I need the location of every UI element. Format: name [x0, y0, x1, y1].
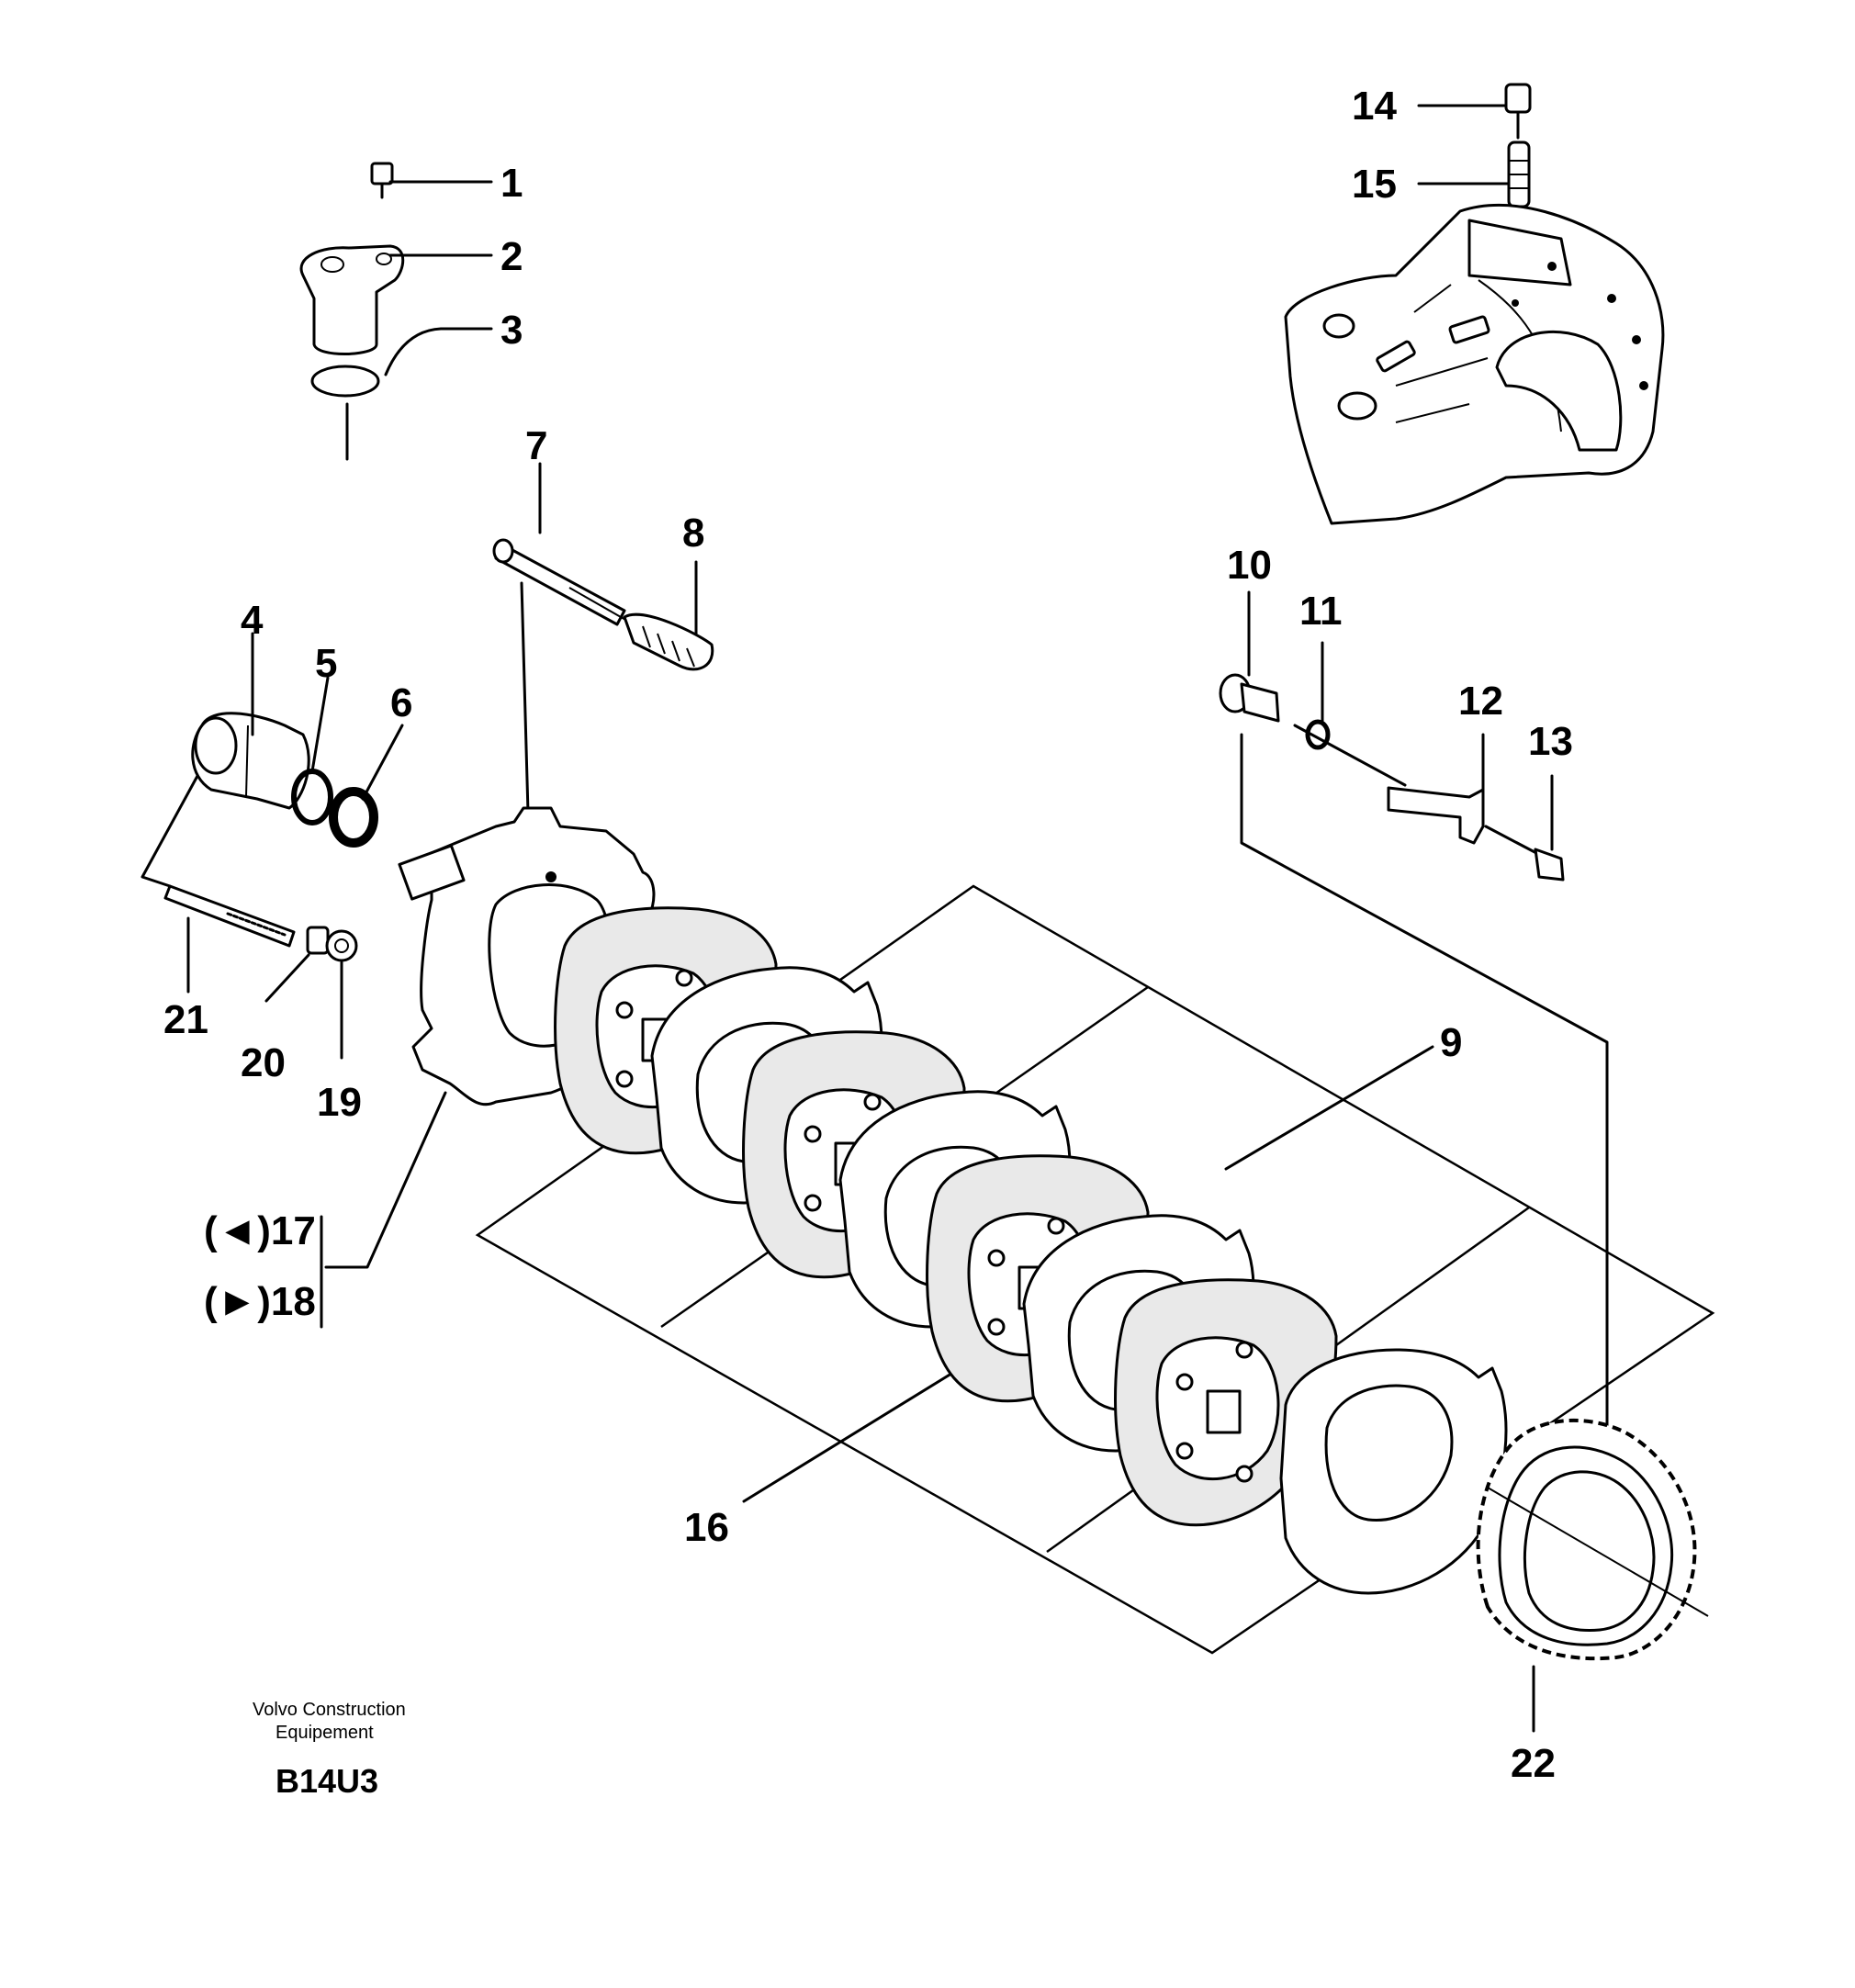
sensor-assembly [1219, 590, 1609, 1434]
brand-line-1: Volvo Construction [253, 1700, 406, 1720]
callout-18: (►)18 [204, 1279, 316, 1324]
cover-assembly [299, 162, 493, 461]
footer: Volvo Construction Equipement B14U3 [253, 1700, 406, 1800]
callout-19: 19 [317, 1080, 362, 1125]
callout-7: 7 [525, 423, 547, 468]
callout-17: (◄)17 [204, 1208, 316, 1253]
callout-22: 22 [1511, 1741, 1556, 1786]
callout-14: 14 [1352, 84, 1397, 129]
callout-9: 9 [1440, 1020, 1462, 1065]
ring-gear [1476, 1418, 1709, 1733]
axle-housing [1284, 83, 1665, 525]
brand-line-2: Equipement [275, 1723, 374, 1743]
callout-10: 10 [1227, 543, 1272, 588]
callout-5: 5 [315, 641, 337, 686]
disk-stack [554, 906, 1508, 1595]
callout-labels: 1 2 3 4 5 6 7 8 9 10 11 12 13 14 15 16 (… [163, 84, 1573, 1786]
callout-13: 13 [1528, 719, 1573, 764]
callout-12: 12 [1458, 679, 1503, 724]
callout-15: 15 [1352, 162, 1397, 207]
pin-and-spring [492, 462, 714, 814]
callout-11: 11 [1299, 589, 1343, 634]
callout-2: 2 [500, 234, 523, 279]
callout-16: 16 [684, 1505, 729, 1550]
callout-1: 1 [500, 161, 523, 206]
callout-21: 21 [163, 997, 208, 1042]
callout-6: 6 [390, 680, 412, 725]
piston-assembly [141, 632, 404, 1060]
drawing-code: B14U3 [275, 1762, 378, 1800]
callout-3: 3 [500, 308, 523, 353]
callout-8: 8 [682, 511, 704, 556]
callout-4: 4 [241, 598, 264, 643]
callout-20: 20 [241, 1040, 286, 1085]
